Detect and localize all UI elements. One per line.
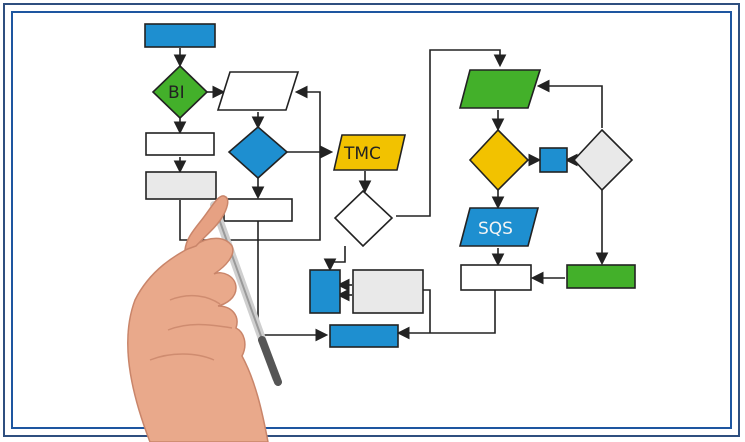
- parallelogram-white: [216, 71, 300, 111]
- pen-icon: [210, 201, 282, 386]
- process-box-3: [460, 264, 532, 291]
- bi-diamond: [151, 64, 209, 120]
- process-box-gray: [145, 171, 217, 200]
- connector-lines: [173, 48, 609, 342]
- tmc-label: TMC: [343, 144, 381, 164]
- decision-diamond-yellow: [468, 128, 530, 192]
- small-blue-square: [539, 147, 568, 173]
- small-blue-box: [309, 269, 341, 314]
- process-box-2: [223, 198, 293, 222]
- sqs-parallelogram: [458, 207, 540, 247]
- decision-diamond-blue: [227, 125, 289, 180]
- flowchart-shapes: [144, 23, 636, 348]
- inner-border: [11, 11, 732, 429]
- process-box-1: [145, 132, 215, 156]
- parallelogram-green: [458, 69, 542, 109]
- large-gray-box: [352, 269, 424, 314]
- process-box-green: [566, 264, 636, 289]
- hand-illustration: [127, 195, 269, 442]
- tmc-parallelogram: [332, 134, 407, 171]
- start-box-blue: [144, 23, 216, 48]
- bi-label: BI: [168, 83, 185, 103]
- decision-diamond-white: [333, 189, 394, 248]
- end-box-blue: [329, 324, 399, 348]
- sqs-label: SQS: [478, 219, 513, 239]
- decision-diamond-gray: [572, 128, 634, 192]
